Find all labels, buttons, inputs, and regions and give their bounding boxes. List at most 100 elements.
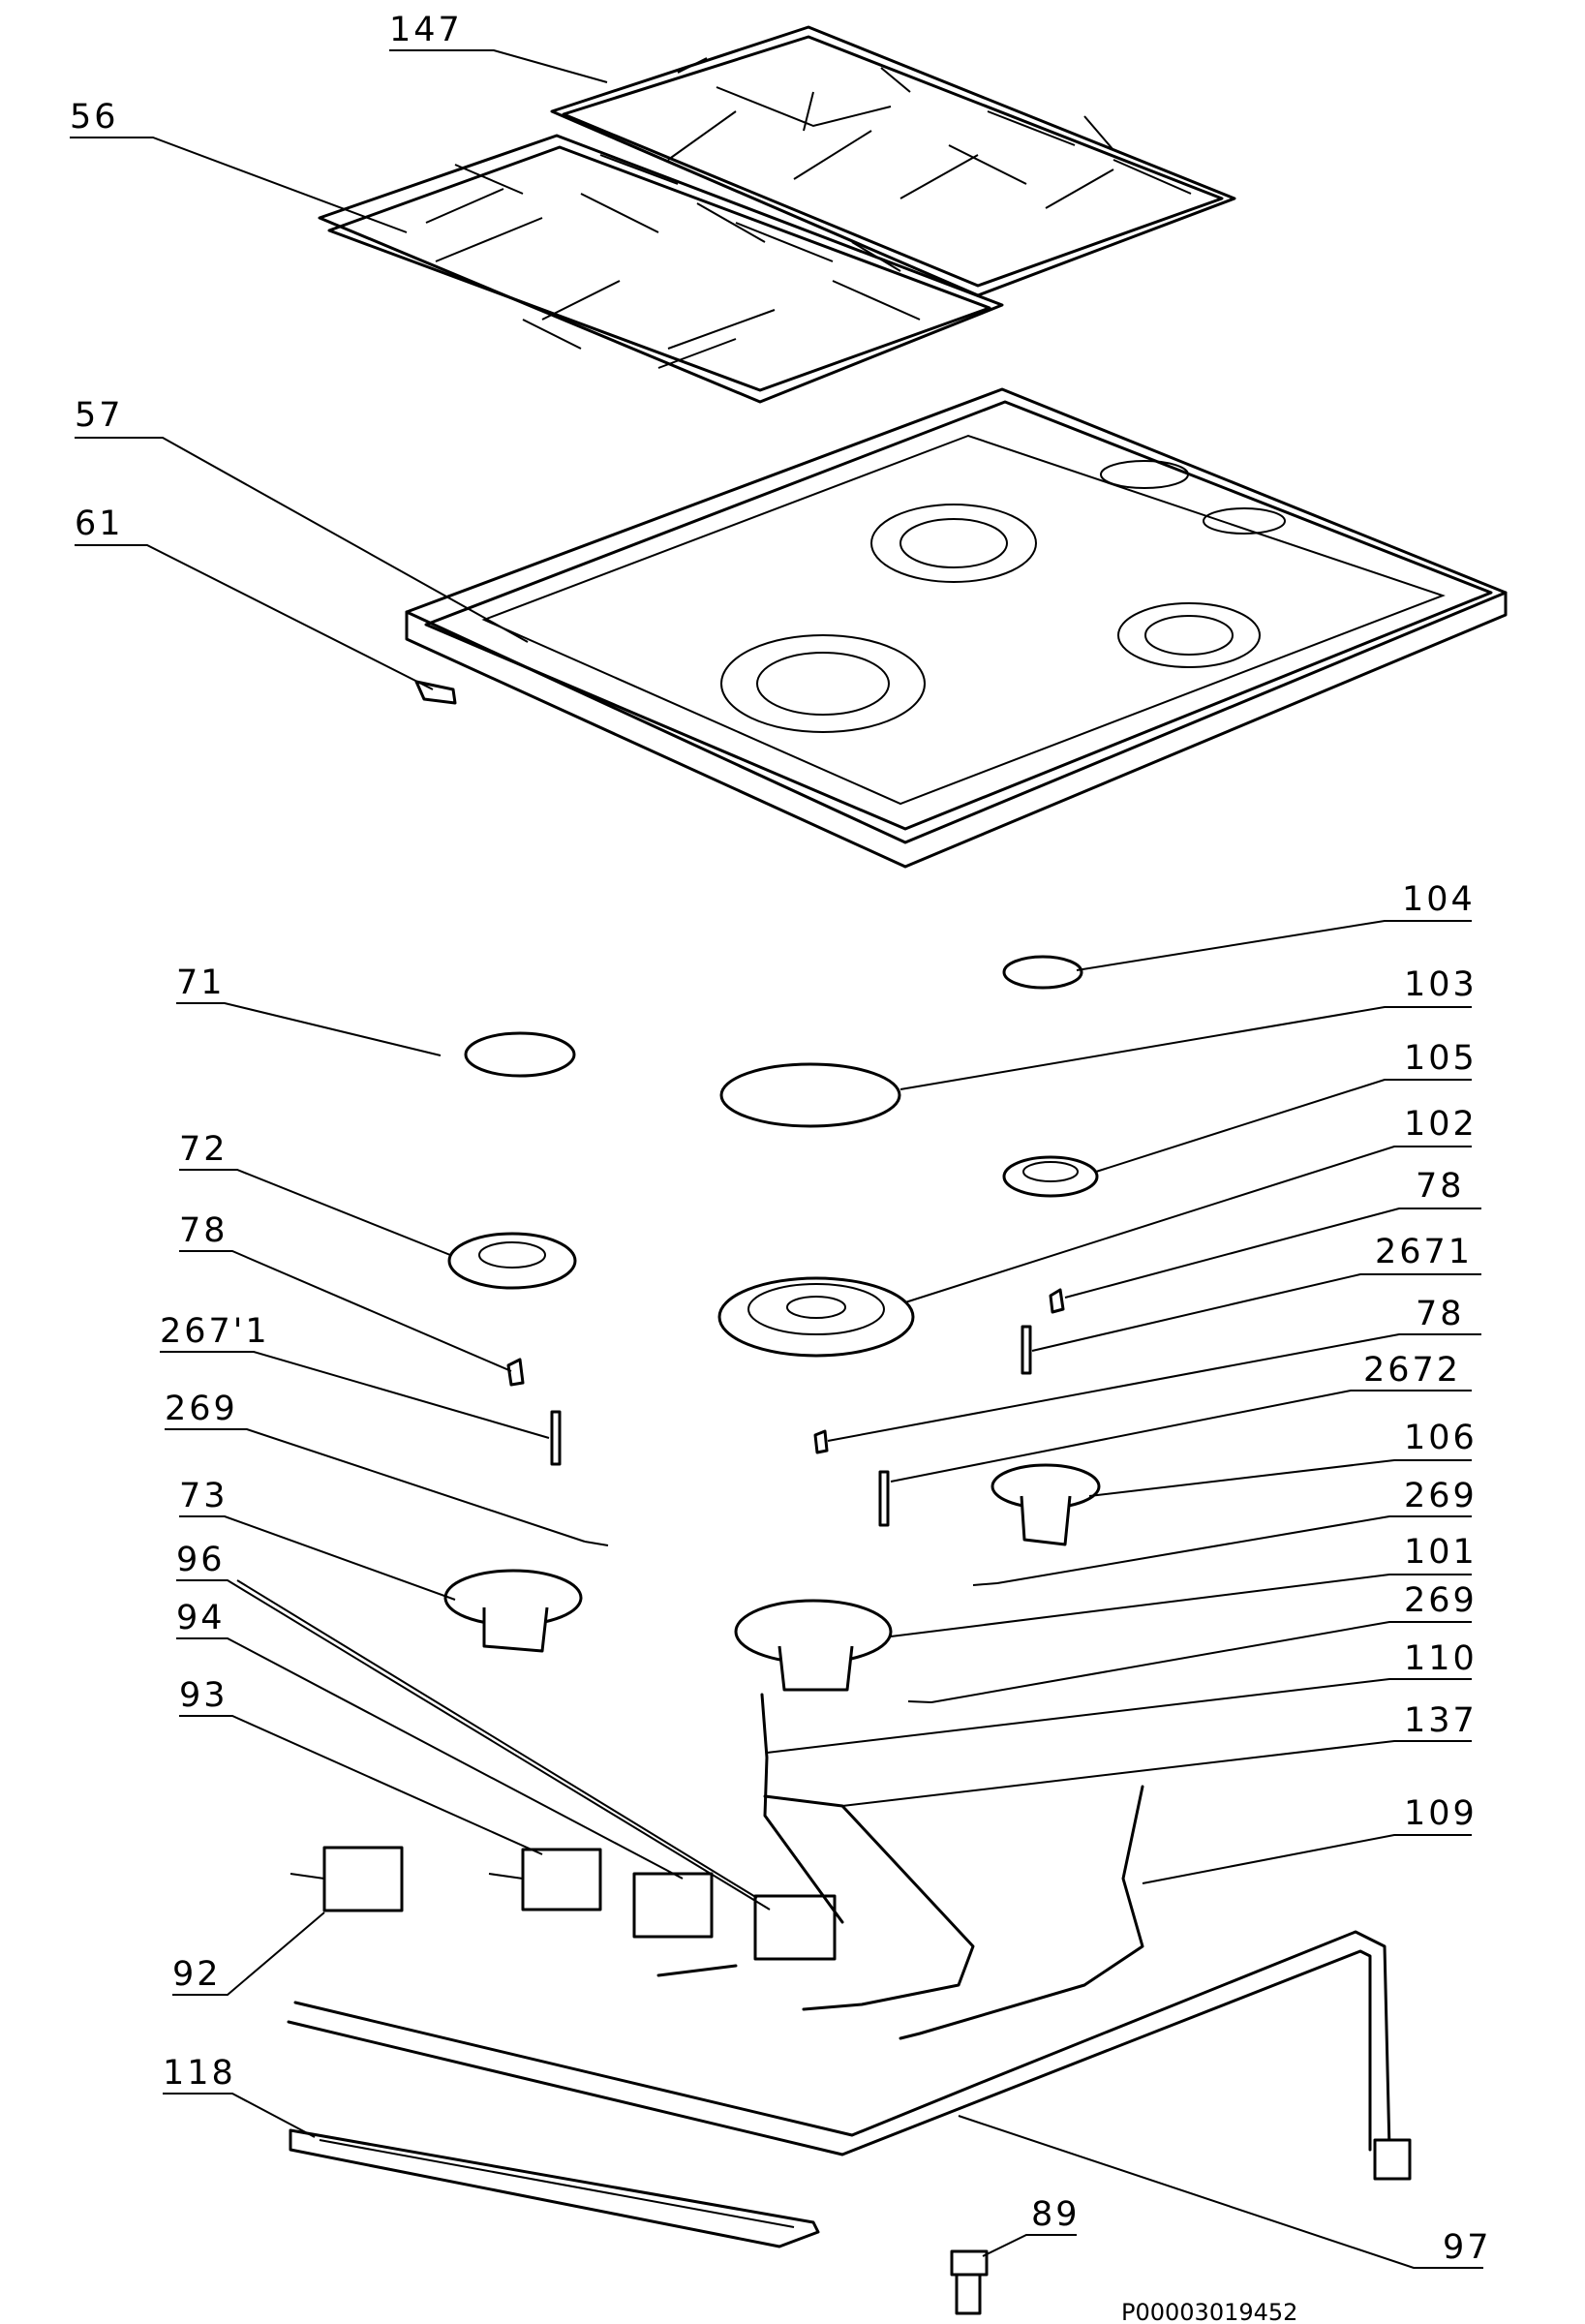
gas-main-97-edge — [287, 1949, 1372, 2156]
callout-2671-left: 267'1 — [160, 1312, 550, 1439]
callout-105: 105 — [1095, 1039, 1478, 1173]
svg-text:57: 57 — [75, 396, 124, 435]
svg-text:137: 137 — [1404, 1701, 1478, 1740]
callout-269-center: 269 — [930, 1581, 1478, 1703]
svg-text:96: 96 — [176, 1541, 226, 1579]
callout-56: 56 — [70, 98, 408, 233]
thermocouple-78-center — [813, 1429, 829, 1454]
burner-cap-104 — [1002, 955, 1083, 990]
svg-text:2672: 2672 — [1363, 1351, 1461, 1390]
svg-text:2671: 2671 — [1375, 1233, 1473, 1271]
pan-support-147 — [550, 25, 1236, 297]
svg-text:89: 89 — [1031, 2195, 1081, 2234]
callout-269-right: 269 — [996, 1477, 1478, 1584]
thermocouple-78-left — [506, 1358, 525, 1387]
gas-pipe-109 — [899, 1785, 1144, 2040]
spark-plug-2671-right — [1021, 1325, 1032, 1375]
hob-top-57 — [405, 387, 1508, 869]
svg-text:78: 78 — [1416, 1167, 1465, 1206]
callout-2671-right: 2671 — [1031, 1233, 1481, 1352]
burner-cap-71 — [464, 1031, 576, 1078]
svg-text:104: 104 — [1402, 880, 1476, 919]
svg-text:109: 109 — [1404, 1794, 1478, 1833]
gas-main-97 — [293, 1930, 1391, 2152]
svg-text:267'1: 267'1 — [160, 1312, 270, 1351]
spark-plug-2672 — [878, 1470, 890, 1527]
control-rail-118 — [289, 2128, 820, 2248]
callout-137: 137 — [841, 1701, 1478, 1807]
callout-97: 97 — [958, 2115, 1492, 2269]
hose-fitting-89 — [950, 2249, 989, 2315]
svg-text:103: 103 — [1404, 965, 1478, 1004]
drawing-code: P00003019452 — [1121, 2299, 1297, 2324]
gas-tap-93 — [488, 1848, 602, 1911]
svg-text:61: 61 — [75, 505, 124, 543]
burner-cap-103 — [719, 1062, 901, 1128]
callout-101: 101 — [890, 1533, 1478, 1637]
callout-109: 109 — [1142, 1794, 1478, 1884]
thermocouple-78-right-top — [1049, 1288, 1065, 1314]
svg-text:106: 106 — [1404, 1419, 1478, 1457]
callout-78-right-top: 78 — [1064, 1167, 1481, 1299]
svg-text:93: 93 — [179, 1676, 229, 1715]
svg-text:56: 56 — [70, 98, 119, 137]
burner-body-106 — [991, 1463, 1101, 1546]
svg-text:147: 147 — [389, 11, 463, 49]
callout-269-left: 269 — [165, 1390, 586, 1543]
svg-text:269: 269 — [165, 1390, 238, 1428]
callout-104: 104 — [1076, 880, 1476, 971]
callout-93: 93 — [179, 1676, 543, 1855]
callout-78-center: 78 — [827, 1295, 1481, 1442]
callout-73: 73 — [179, 1477, 456, 1601]
svg-text:269: 269 — [1404, 1581, 1478, 1620]
callout-57: 57 — [75, 396, 529, 643]
callout-78-left: 78 — [179, 1211, 512, 1372]
callout-61: 61 — [75, 505, 434, 690]
svg-text:105: 105 — [1404, 1039, 1478, 1078]
gas-tap-96 — [753, 1894, 837, 1961]
callout-110: 110 — [766, 1639, 1478, 1754]
callout-94: 94 — [176, 1599, 684, 1880]
gas-tap-92 — [290, 1846, 404, 1912]
callout-72: 72 — [179, 1130, 451, 1256]
screw-269-right — [972, 1582, 998, 1586]
burner-crown-102 — [717, 1276, 915, 1358]
burner-body-73 — [443, 1569, 583, 1653]
screw-269-left — [584, 1541, 609, 1546]
screw-269-center — [907, 1700, 932, 1703]
svg-text:97: 97 — [1443, 2228, 1492, 2267]
gas-main-end-fitting — [1373, 2138, 1412, 2181]
gas-pipe-front — [656, 1964, 738, 1977]
callout-102: 102 — [904, 1105, 1478, 1303]
callout-group: 147 56 57 61 104 71 103 — [70, 11, 1492, 2269]
svg-text:71: 71 — [176, 963, 226, 1002]
svg-text:78: 78 — [179, 1211, 229, 1250]
svg-text:101: 101 — [1404, 1533, 1478, 1572]
callout-71: 71 — [176, 963, 442, 1056]
gas-pipe-110 — [760, 1693, 844, 1924]
burner-crown-105 — [1002, 1155, 1099, 1198]
svg-text:78: 78 — [1416, 1295, 1465, 1333]
gas-pipe-137 — [763, 1794, 975, 2011]
svg-text:269: 269 — [1404, 1477, 1478, 1515]
svg-text:94: 94 — [176, 1599, 226, 1637]
svg-text:102: 102 — [1404, 1105, 1478, 1144]
burner-body-101 — [734, 1599, 893, 1692]
spark-plug-2671-left — [550, 1410, 562, 1466]
svg-text:73: 73 — [179, 1477, 229, 1515]
svg-text:92: 92 — [172, 1955, 222, 1994]
pan-support-56 — [318, 134, 1004, 404]
callout-89: 89 — [982, 2195, 1081, 2257]
gas-tap-94 — [632, 1872, 714, 1939]
callout-2672: 2672 — [890, 1351, 1472, 1483]
svg-text:110: 110 — [1404, 1639, 1478, 1678]
callout-106: 106 — [1088, 1419, 1478, 1497]
callout-103: 103 — [899, 965, 1478, 1090]
burner-crown-72 — [447, 1232, 577, 1290]
callout-118: 118 — [163, 2054, 316, 2138]
callout-147: 147 — [389, 11, 608, 83]
callout-92: 92 — [172, 1911, 325, 1996]
callout-96: 96 — [176, 1541, 771, 1911]
svg-text:118: 118 — [163, 2054, 236, 2093]
